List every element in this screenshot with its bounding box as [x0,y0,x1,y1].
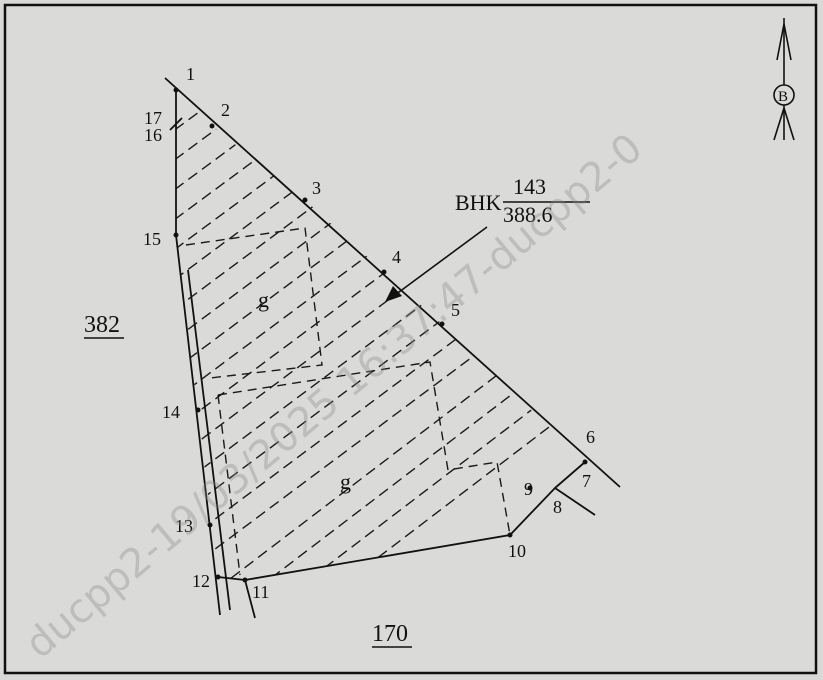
vertex-label-17: 17 [144,108,162,128]
vertex-dots [173,87,588,583]
vertex-label-12: 12 [192,571,210,591]
annotation-denominator: 388.6 [503,202,553,227]
vertex-label-10: 10 [508,541,526,561]
top-partial-label: ... [322,0,334,10]
annotation-numerator: 143 [513,174,546,199]
vertex-label-4: 4 [392,247,401,267]
parcel-number-west: 382 [84,312,120,338]
inner-zones [185,227,511,576]
vertex-label-1: 1 [186,64,195,84]
annotation-bhk: BHK 143 388.6 [385,174,590,302]
parcel-boundary [164,77,621,619]
vertex-label-15: 15 [143,229,161,249]
north-arrow-icon [773,18,795,141]
annotation-prefix: BHK [455,190,502,215]
vertex-label-7: 7 [582,471,591,491]
vertex-label-16: 16 [144,125,162,145]
vertex-label-13: 13 [175,516,193,536]
vertex-label-14: 14 [162,402,180,422]
vertex-label-2: 2 [221,100,230,120]
zone-label-upper: g [258,287,269,312]
vertex-label-5: 5 [451,300,460,320]
vertex-label-9: 9 [524,479,533,499]
vertex-label-8: 8 [553,497,562,517]
north-arrow-letter: B [778,89,788,105]
zone-label-lower: g [340,469,351,494]
vertex-label-11: 11 [252,582,269,602]
vertex-label-3: 3 [312,178,321,198]
vertex-label-6: 6 [586,427,595,447]
map-frame [3,3,818,675]
parcel-number-south: 170 [372,621,408,647]
